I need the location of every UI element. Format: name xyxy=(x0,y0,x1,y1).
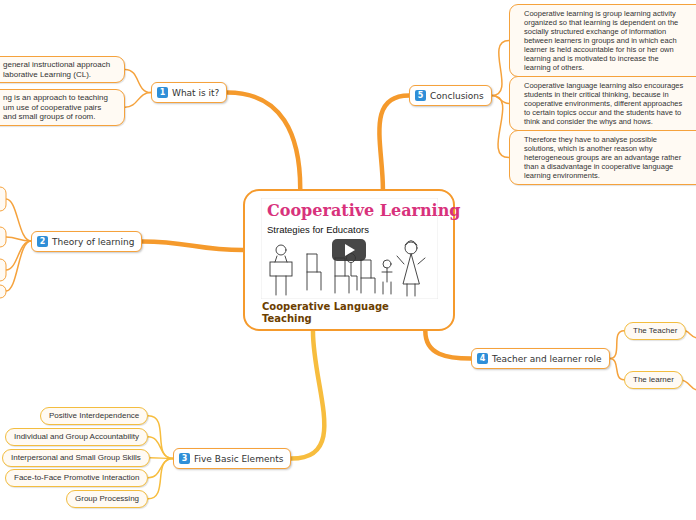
thumbnail-title: Cooperative Learning xyxy=(267,201,461,220)
subtopic-box: Cooperative learning is group learning a… xyxy=(509,4,696,77)
subtopic-box: Therefore they have to analyse possible … xyxy=(509,130,696,185)
illustration-stroke xyxy=(361,260,375,293)
subtopic-box: Cooperative language learning also encou… xyxy=(509,76,696,131)
callout-number: 5 xyxy=(415,90,426,101)
callout-number: 4 xyxy=(477,353,488,364)
illustration-stroke xyxy=(276,245,286,255)
connector xyxy=(148,416,173,459)
subtopic-text: Group Processing xyxy=(75,494,139,504)
branch-topic: 2 Theory of learning xyxy=(31,231,142,252)
branch-label: Teacher and learner role xyxy=(492,354,602,364)
subtopic-text: The Teacher xyxy=(633,326,677,336)
subtopic-text: Interpersonal and Small Group Skills xyxy=(11,453,141,463)
subtopic-text: Face-to-Face Promotive Interaction xyxy=(14,473,139,483)
subtopic-box: The learner xyxy=(624,371,683,389)
subtopic-text: Individual and Group Accountability xyxy=(14,432,139,442)
subtopic-text: Therefore they have to analyse possible … xyxy=(524,135,686,180)
subtopic-box: ng is an approach to teaching um use of … xyxy=(0,89,125,126)
illustration-stroke xyxy=(405,242,417,254)
callout-number: 3 xyxy=(179,453,190,464)
connector xyxy=(227,93,300,190)
connector xyxy=(125,70,151,93)
illustration-stroke xyxy=(307,254,321,290)
connector xyxy=(379,96,409,190)
illustration-stroke xyxy=(332,239,366,261)
branch-label: Theory of learning xyxy=(52,237,134,247)
cut-off-branches xyxy=(6,199,696,390)
illustration-stroke xyxy=(403,254,419,284)
subtopic-text: general instructional approach laborativ… xyxy=(3,60,116,79)
subtopic-box: Positive Interdependence xyxy=(40,407,148,425)
subtopic-text: Cooperative learning is group learning a… xyxy=(524,9,686,72)
connector xyxy=(610,331,624,359)
subtopic-text: The learner xyxy=(633,375,674,385)
connector xyxy=(492,41,509,96)
illustration-stroke xyxy=(270,241,425,297)
subtopic-box: Individual and Group Accountability xyxy=(5,428,148,446)
subtopic-box: Face-to-Face Promotive Interaction xyxy=(5,469,148,487)
subtopic-box: The Teacher xyxy=(624,322,686,340)
connector xyxy=(142,242,243,251)
cut-off-box xyxy=(0,285,6,298)
subtopic-text: Cooperative language learning also encou… xyxy=(524,81,686,126)
subtopic-box: Interpersonal and Small Group Skills xyxy=(2,449,150,467)
central-title: Cooperative Language Teaching xyxy=(262,301,412,325)
illustration-stroke xyxy=(383,260,391,268)
branch-line xyxy=(6,199,31,241)
connector xyxy=(148,437,173,459)
callout-number: 2 xyxy=(37,236,48,247)
connector xyxy=(492,96,509,158)
branch-label: Five Basic Elements xyxy=(194,454,283,464)
branch-topic: 3 Five Basic Elements xyxy=(173,448,291,469)
cut-off-box xyxy=(0,227,6,247)
illustration-stroke xyxy=(351,263,357,290)
callout-number: 1 xyxy=(157,87,168,98)
subtopic-text: ng is an approach to teaching um use of … xyxy=(3,93,116,122)
branch-topic: 5 Conclusions xyxy=(409,85,492,106)
branch-label: Conclusions xyxy=(430,91,484,101)
branch-line xyxy=(6,241,31,291)
connector xyxy=(610,359,624,380)
central-topic: Cooperative LearningStrategies for Educa… xyxy=(243,189,455,331)
branch-topic: 4 Teacher and learner role xyxy=(471,348,610,369)
subtopic-text: Positive Interdependence xyxy=(49,411,139,421)
illustration-stroke xyxy=(382,268,392,294)
branch-label: What is it? xyxy=(172,88,219,98)
connector xyxy=(425,331,471,359)
cut-off-box xyxy=(0,259,6,281)
connector xyxy=(125,93,151,108)
connector xyxy=(291,331,324,459)
connector xyxy=(148,459,173,499)
illustration-stroke xyxy=(335,258,349,293)
illustration-stroke xyxy=(275,256,287,295)
illustration-stroke xyxy=(405,241,417,246)
cut-off-boxes xyxy=(0,187,6,298)
illustration-stroke xyxy=(397,256,425,296)
illustration-stroke xyxy=(270,262,292,276)
subtopic-box: Group Processing xyxy=(66,490,148,508)
illustration-stroke xyxy=(345,244,355,256)
branch-line xyxy=(6,237,31,241)
cut-off-box xyxy=(0,187,6,211)
branch-topic: 1 What is it? xyxy=(151,82,227,103)
subtopic-box: general instructional approach laborativ… xyxy=(0,56,125,83)
thumbnail-subtitle: Strategies for Educators xyxy=(267,224,369,235)
